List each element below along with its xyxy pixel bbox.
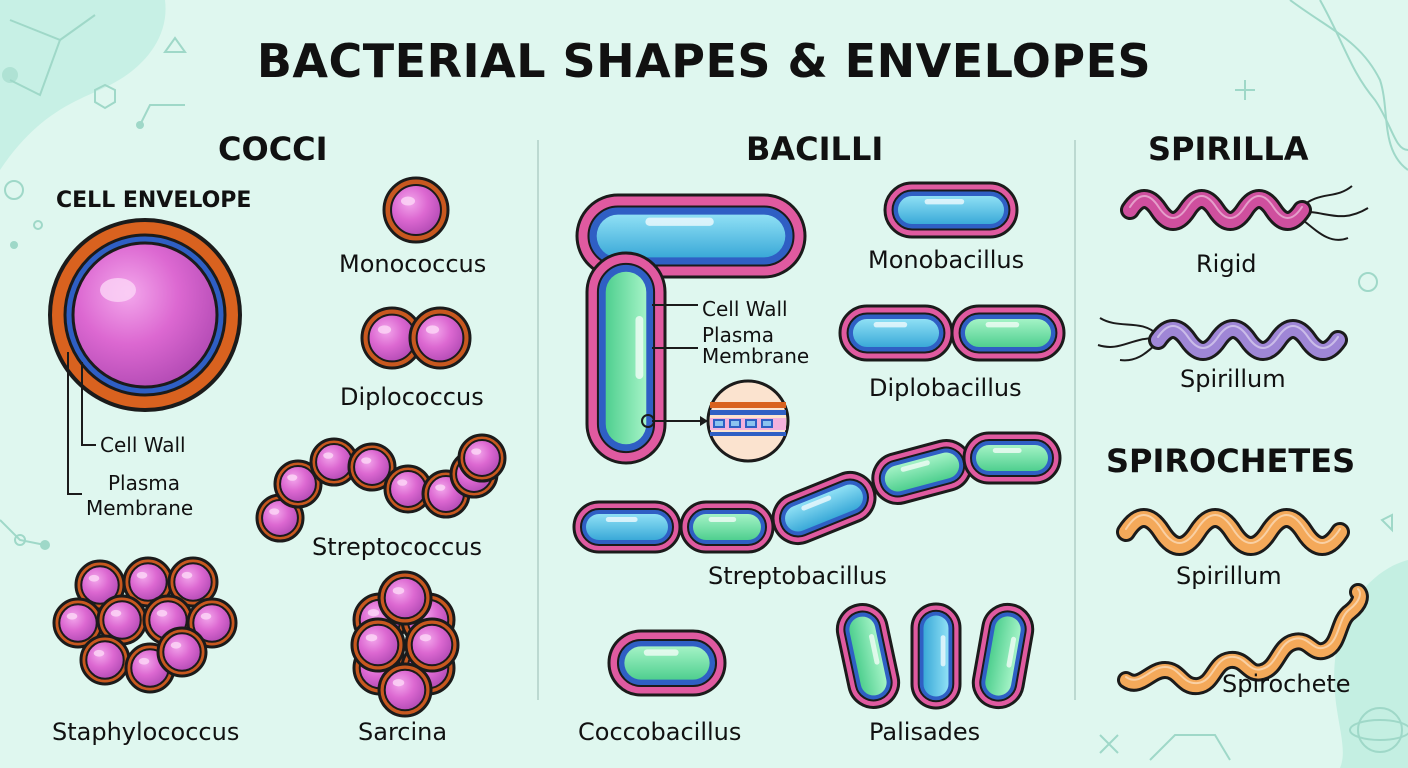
label-coccobacillus: Coccobacillus bbox=[578, 718, 742, 746]
label-sarcina: Sarcina bbox=[358, 718, 448, 746]
monococcus-cell bbox=[382, 176, 450, 244]
sarcina-cell-5 bbox=[377, 570, 433, 626]
heading-spirilla: SPIRILLA bbox=[1148, 130, 1309, 168]
diplococcus-cell-right bbox=[408, 306, 472, 370]
streptobacillus-cell-3 bbox=[771, 471, 877, 545]
diplococcus-cell-left bbox=[360, 306, 424, 370]
label-palisades: Palisades bbox=[869, 718, 981, 746]
label-monobacillus: Monobacillus bbox=[868, 246, 1025, 274]
page-title: BACTERIAL SHAPES & ENVELOPES bbox=[256, 34, 1152, 88]
heading-spirochetes: SPIROCHETES bbox=[1106, 442, 1356, 480]
streptococcus-cell-2 bbox=[273, 459, 323, 509]
spirochete-cell bbox=[1117, 583, 1369, 696]
label-streptobacillus: Streptobacillus bbox=[708, 562, 887, 590]
cocci-label-cell-wall: Cell Wall bbox=[100, 433, 186, 457]
spirillum-cell bbox=[1148, 319, 1348, 361]
staphylococcus-cell-10 bbox=[156, 626, 208, 678]
rigid-spirillum-cell bbox=[1120, 189, 1312, 231]
cocci-label-membrane: Membrane bbox=[86, 496, 194, 520]
staphylococcus-cell-8 bbox=[79, 634, 131, 686]
label-diplobacillus: Diplobacillus bbox=[869, 374, 1022, 402]
monobacillus-cell bbox=[883, 181, 1019, 239]
streptococcus-cell-8 bbox=[457, 433, 507, 483]
label-diplococcus: Diplococcus bbox=[340, 383, 484, 411]
label-streptococcus: Streptococcus bbox=[312, 533, 483, 561]
coccobacillus-cell bbox=[607, 629, 727, 697]
spirochetes-spirillum-cell bbox=[1116, 508, 1350, 556]
streptobacillus-cell-1 bbox=[572, 500, 682, 554]
bacilli-label-membrane: Membrane bbox=[702, 344, 810, 368]
heading-cell-envelope: CELL ENVELOPE bbox=[56, 188, 252, 213]
heading-bacilli: BACILLI bbox=[746, 130, 884, 168]
label-spirochetes-spirillum: Spirillum bbox=[1176, 562, 1282, 590]
bacilli-label-cell-wall: Cell Wall bbox=[702, 297, 788, 321]
diplobacillus-cell-right bbox=[950, 304, 1066, 362]
label-staphylococcus: Staphylococcus bbox=[52, 718, 240, 746]
streptococcus-cell-3 bbox=[309, 437, 359, 487]
label-rigid: Rigid bbox=[1196, 250, 1257, 278]
staphylococcus-cell-5 bbox=[96, 594, 148, 646]
bacillus-envelope-inset bbox=[641, 304, 790, 463]
label-spirillum: Spirillum bbox=[1180, 365, 1286, 393]
heading-cocci: COCCI bbox=[218, 130, 328, 168]
label-spirochete: Spirochete bbox=[1222, 670, 1351, 698]
bacilli-label-plasma: Plasma bbox=[702, 323, 775, 347]
sarcina-cell-7 bbox=[350, 617, 406, 673]
sarcina-cell-6 bbox=[377, 662, 433, 718]
streptobacillus-cell-4 bbox=[871, 439, 973, 505]
streptobacillus-cell-2 bbox=[679, 500, 775, 554]
sarcina-cell-8 bbox=[404, 617, 460, 673]
cocci-envelope-diagram bbox=[48, 218, 242, 495]
diplobacillus-cell-left bbox=[838, 304, 954, 362]
cocci-label-plasma: Plasma bbox=[108, 471, 181, 495]
staphylococcus-cell-4 bbox=[52, 597, 104, 649]
envelope-bacillus-vertical bbox=[585, 251, 667, 465]
palisade-cell-1 bbox=[835, 603, 901, 709]
label-monococcus: Monococcus bbox=[339, 250, 487, 278]
palisade-cell-2 bbox=[910, 602, 962, 710]
streptobacillus-cell-5 bbox=[962, 431, 1062, 485]
staphylococcus-cell-3 bbox=[167, 556, 219, 608]
palisade-cell-3 bbox=[971, 602, 1035, 710]
streptococcus-cell-4 bbox=[347, 442, 397, 492]
